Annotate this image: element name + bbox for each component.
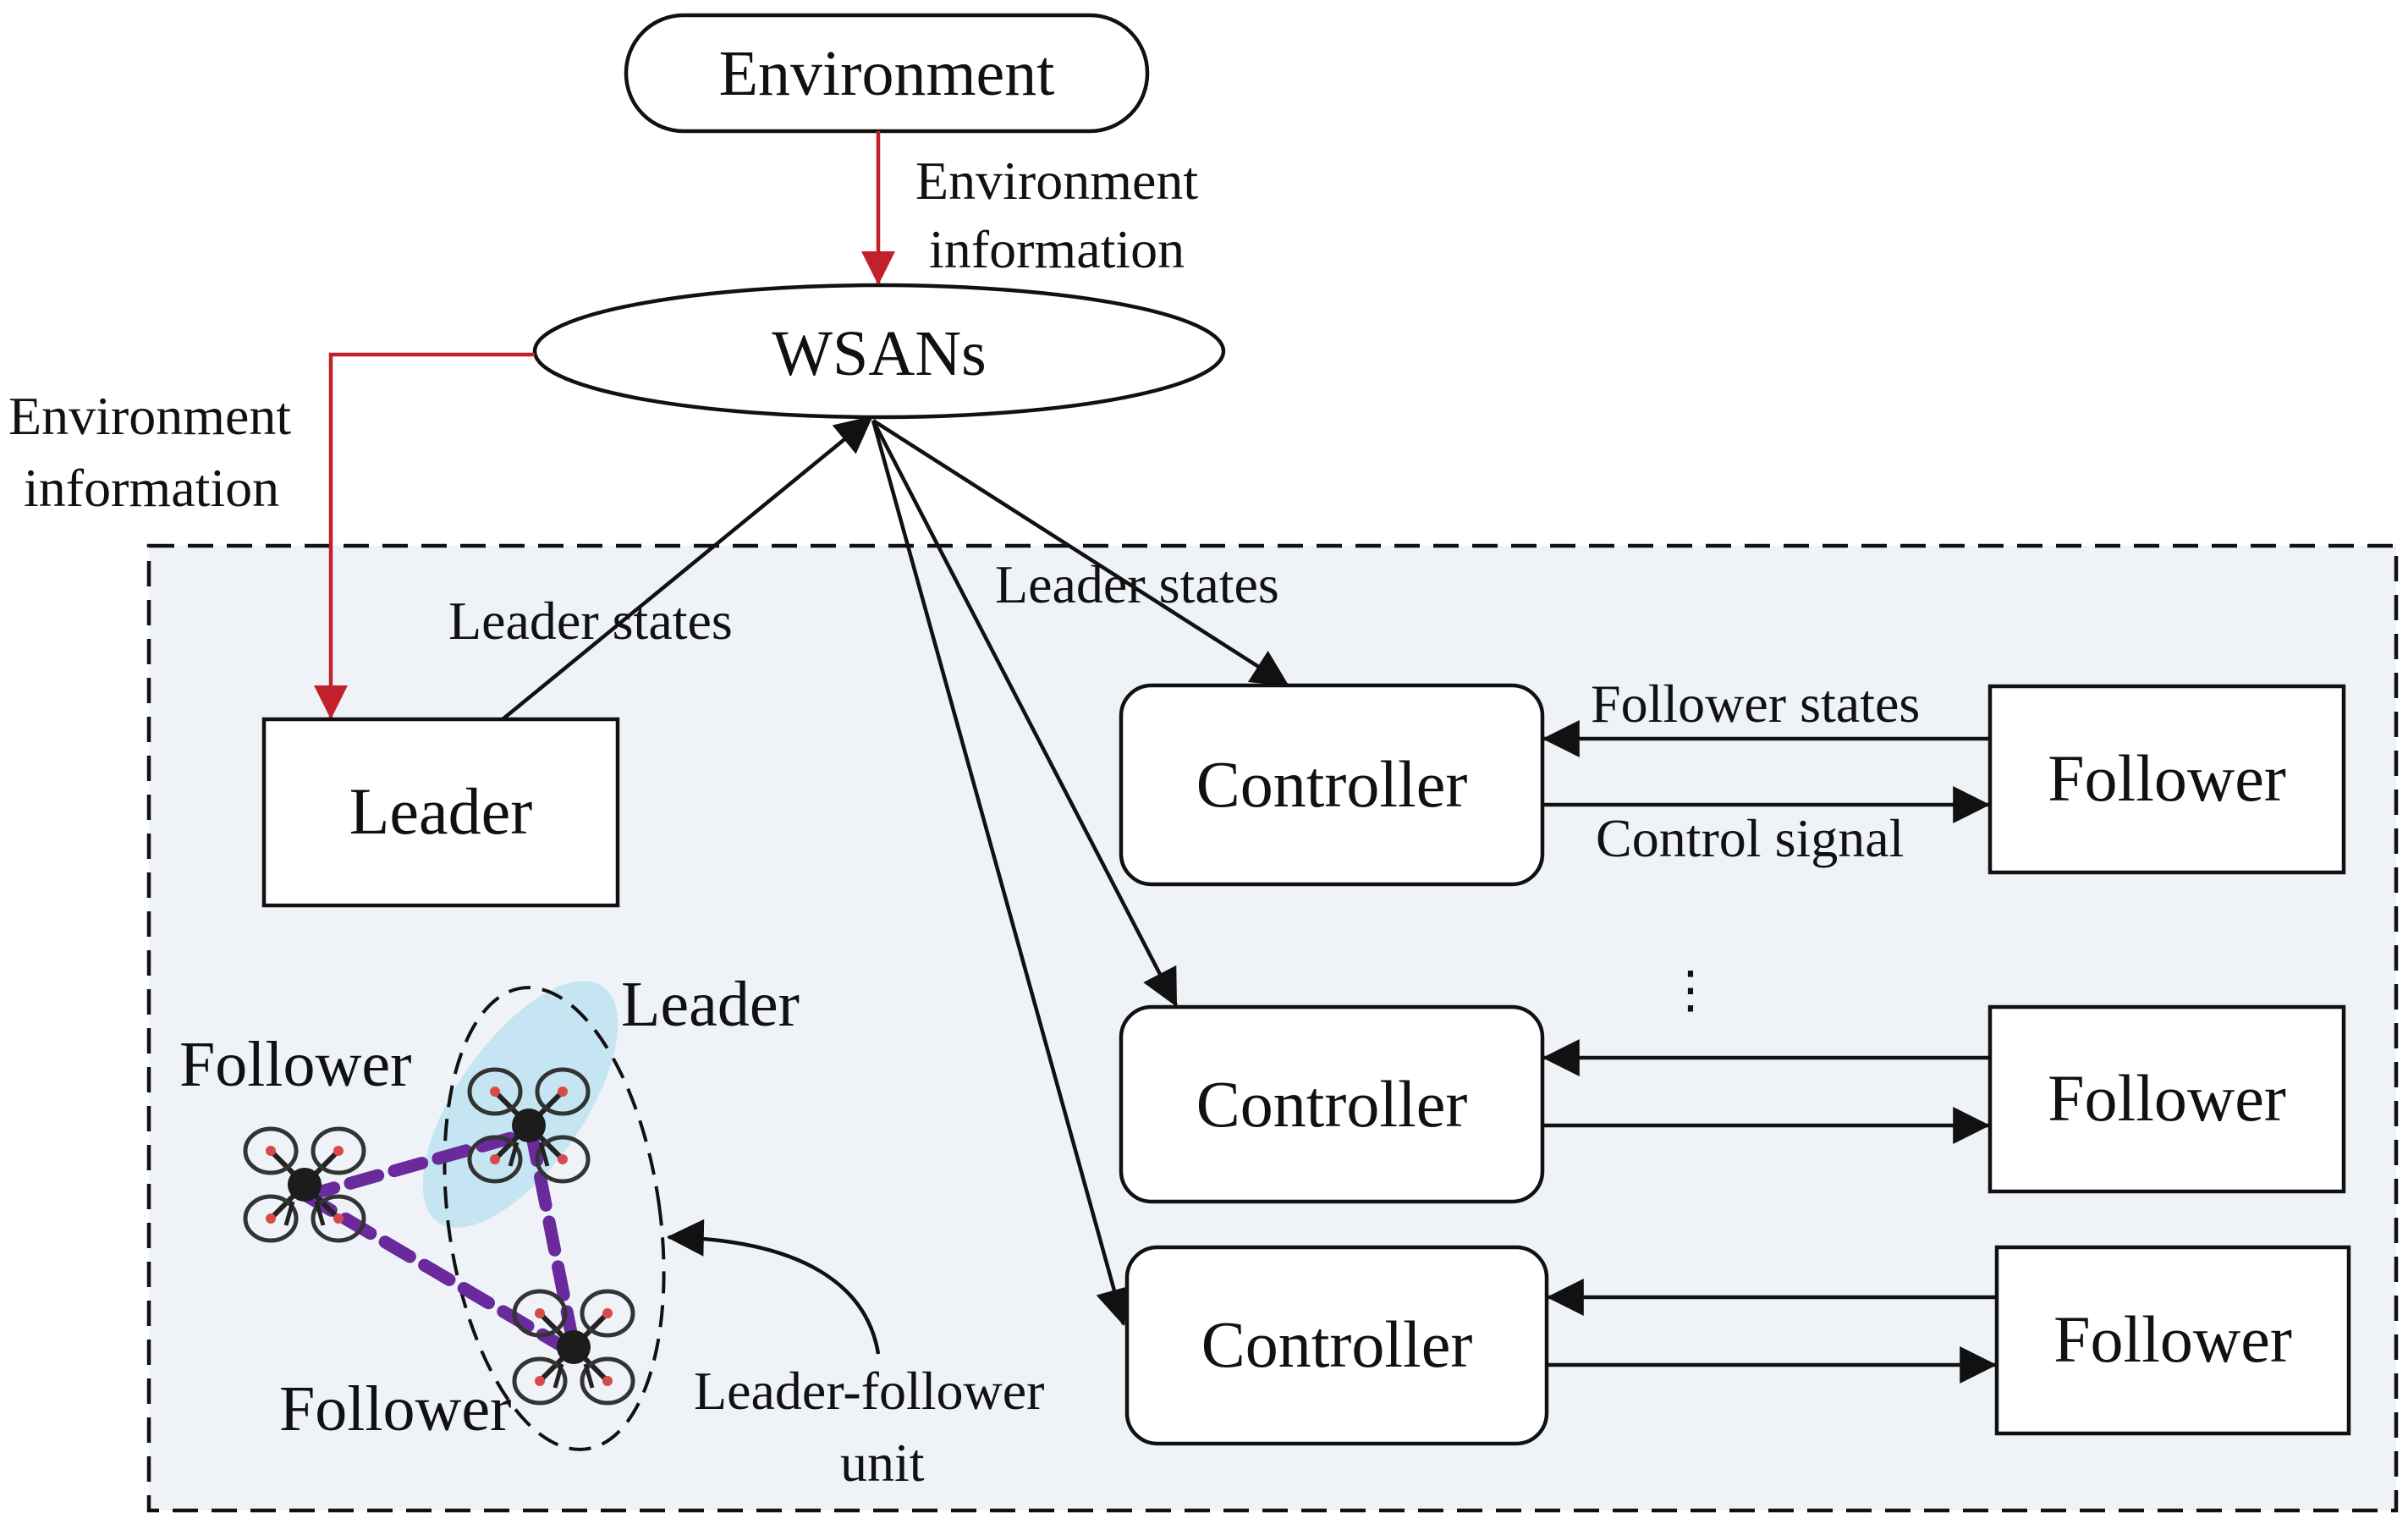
wsans-to-controller-2-arrow [871, 419, 1178, 1007]
illustration-follower-top-label: Follower [179, 1029, 411, 1100]
controller-1-to-follower-1-arrow: Control signal [1542, 786, 1991, 868]
env-to-wsans-label-line2: information [929, 219, 1185, 279]
wsans-to-controller-1-arrow: Leader states [871, 419, 1289, 687]
unit-label-line1: Leader-follower [694, 1361, 1044, 1421]
follower-1-box: Follower [1987, 684, 2346, 875]
wsans-to-leader-label-line2: information [24, 458, 279, 518]
unit-pointer-arrow [666, 1219, 881, 1355]
wsans-to-controller-3-arrow [871, 420, 1133, 1327]
controller-to-follower-label: Control signal [1596, 808, 1904, 868]
illustration-follower-bottom-label: Follower [279, 1373, 511, 1444]
follower-3-label: Follower [2053, 1302, 2292, 1376]
controller-1-box: Controller [1119, 683, 1545, 887]
wsans-to-leader-label-line1: Environment [8, 386, 291, 446]
follower-to-controller-label: Follower states [1591, 674, 1920, 734]
leader-box-label: Leader [349, 774, 533, 848]
controller-3-label: Controller [1201, 1307, 1473, 1381]
follower-2-label: Follower [2048, 1061, 2286, 1135]
controller-3-box: Controller [1124, 1245, 1549, 1446]
wsans-to-controller-label: Leader states [995, 554, 1279, 614]
illustration-leader-label: Leader [621, 969, 800, 1040]
env-to-wsans-arrow: Environment information [861, 131, 1198, 285]
environment-label: Environment [719, 38, 1055, 109]
controller-2-box: Controller [1119, 1004, 1545, 1204]
follower-3-box: Follower [1994, 1245, 2351, 1436]
leader-to-wsans-arrow: Leader states [448, 415, 873, 721]
wsans-label: WSANs [772, 318, 986, 389]
leader-box: Leader [261, 717, 620, 908]
leader-follower-unit-boundary [443, 986, 666, 1451]
leader-to-wsans-label: Leader states [448, 591, 733, 651]
follower-1-label: Follower [2048, 741, 2286, 815]
environment-node: Environment [624, 13, 1150, 134]
follower-2-box: Follower [1987, 1004, 2346, 1194]
unit-label-line2: unit [840, 1433, 925, 1493]
follower-1-to-controller-1-arrow: Follower states [1542, 674, 1990, 757]
env-to-wsans-label-line1: Environment [915, 151, 1198, 211]
wsans-to-leader-arrow: Environment information [8, 352, 535, 719]
controller-2-label: Controller [1196, 1067, 1468, 1141]
formation-links [300, 1125, 582, 1361]
leader-follower-illustration: Leader Follower Follower Leader-follower… [179, 969, 1044, 1493]
controller-1-label: Controller [1196, 747, 1468, 821]
more-units-ellipsis: ⋮ [1665, 962, 1716, 1018]
wsans-node: WSANs [532, 283, 1226, 420]
